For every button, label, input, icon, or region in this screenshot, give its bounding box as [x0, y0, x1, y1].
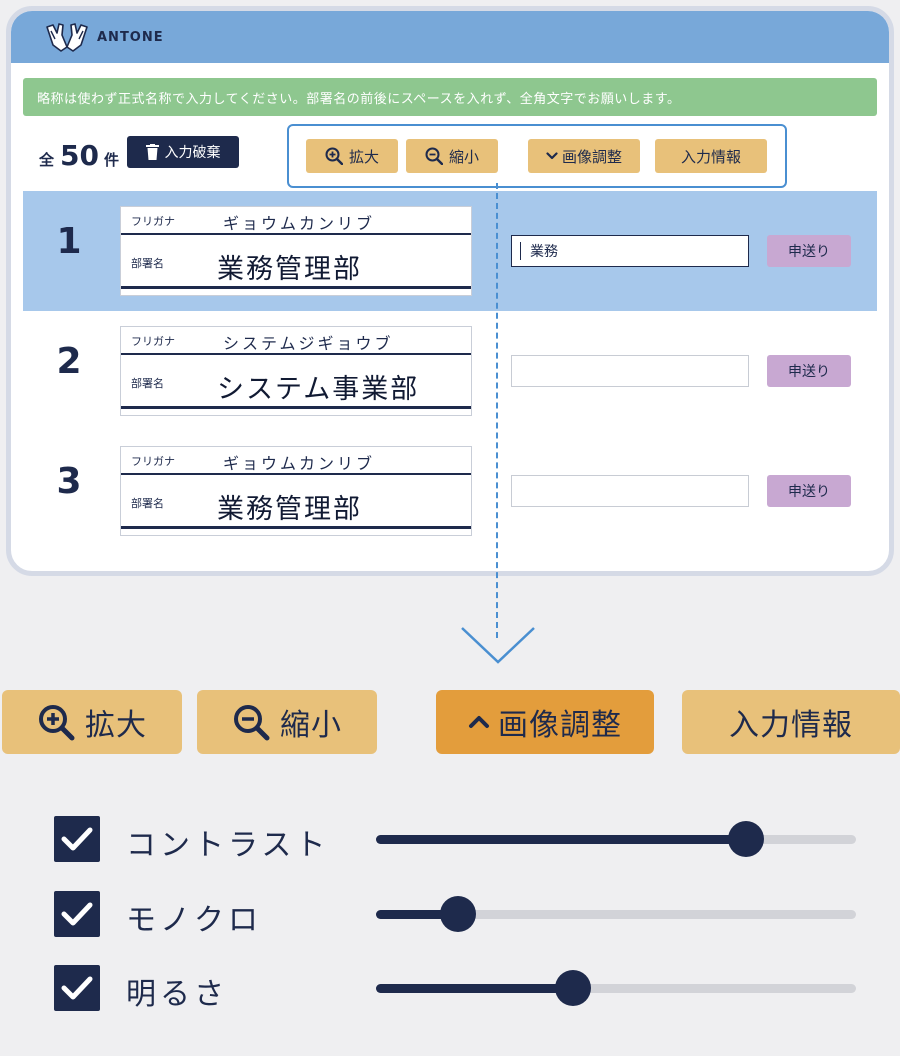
- callout-dashed-line: [496, 183, 498, 638]
- slider-fill: [376, 984, 573, 993]
- dept-input[interactable]: [511, 355, 749, 387]
- send-forward-button[interactable]: 申送り: [767, 355, 851, 387]
- furigana-label: フリガナ: [131, 335, 175, 348]
- zoom-in-label: 拡大: [348, 147, 379, 166]
- adjust-row-monochrome: モノクロ: [54, 889, 864, 938]
- dept-value: 業務管理部: [217, 494, 362, 525]
- chevron-up-icon: [469, 716, 489, 728]
- input-info-button[interactable]: 入力情報: [655, 139, 767, 173]
- zoom-in-icon: [325, 147, 343, 165]
- record-row-2[interactable]: 2 フリガナ システムジギョウブ 部署名 システム事業部 申送り: [23, 311, 877, 431]
- card-underline: [121, 526, 471, 529]
- monochrome-slider[interactable]: [376, 896, 856, 932]
- zoom-out-button[interactable]: 縮小: [406, 139, 498, 173]
- record-row-1[interactable]: 1 フリガナ ギョウムカンリブ 部署名 業務管理部 業務 申送り: [23, 191, 877, 311]
- dept-label: 部署名: [131, 497, 164, 510]
- zoom-out-label: 縮小: [448, 147, 479, 166]
- furigana-label: フリガナ: [131, 455, 175, 468]
- zoom-out-icon: [425, 147, 443, 165]
- zoom-in-label: 拡大: [85, 708, 147, 743]
- count-prefix: 全: [39, 151, 55, 169]
- dept-input[interactable]: [511, 475, 749, 507]
- furigana-label: フリガナ: [131, 215, 175, 228]
- record-count: 全 50 件: [39, 139, 119, 172]
- zoom-out-icon: [234, 705, 270, 741]
- brightness-slider[interactable]: [376, 970, 856, 1006]
- text-caret: [520, 242, 521, 260]
- zoom-in-button[interactable]: 拡大: [306, 139, 398, 173]
- contrast-label: コントラスト: [126, 828, 330, 863]
- toolbar-highlight: 拡大 縮小 画像調整 入力情報: [287, 124, 787, 188]
- dept-input[interactable]: 業務: [511, 235, 749, 267]
- discard-input-button[interactable]: 入力破棄: [127, 136, 239, 168]
- input-info-label: 入力情報: [680, 147, 741, 166]
- app-window: ANTONE 略称は使わず正式名称で入力してください。部署名の前後にスペースを入…: [6, 6, 894, 576]
- input-info-label: 入力情報: [729, 708, 853, 743]
- row-number: 3: [56, 461, 82, 502]
- notice-banner: 略称は使わず正式名称で入力してください。部署名の前後にスペースを入れず、全角文字…: [23, 78, 877, 116]
- image-adjust-button[interactable]: 画像調整: [528, 139, 640, 173]
- discard-label: 入力破棄: [164, 145, 221, 161]
- record-image-card: フリガナ ギョウムカンリブ 部署名 業務管理部: [120, 206, 472, 296]
- furigana-value: ギョウムカンリブ: [223, 214, 376, 233]
- record-image-card: フリガナ ギョウムカンリブ 部署名 業務管理部: [120, 446, 472, 536]
- zoom-out-button-large[interactable]: 縮小: [197, 690, 377, 754]
- check-icon: [61, 902, 93, 926]
- brightness-label: 明るさ: [126, 977, 228, 1012]
- slider-thumb[interactable]: [554, 970, 591, 1006]
- dept-value: 業務管理部: [217, 254, 362, 285]
- record-row-3[interactable]: 3 フリガナ ギョウムカンリブ 部署名 業務管理部 申送り: [23, 431, 877, 551]
- furigana-value: ギョウムカンリブ: [223, 454, 376, 473]
- zoom-in-icon: [39, 705, 75, 741]
- logo-hands-icon: [46, 23, 88, 52]
- check-icon: [61, 976, 93, 1000]
- furigana-row: フリガナ システムジギョウブ: [121, 327, 471, 355]
- arrow-down-icon: [461, 627, 535, 664]
- count-suffix: 件: [103, 151, 119, 169]
- trash-icon: [145, 144, 159, 160]
- brightness-checkbox[interactable]: [54, 965, 100, 1011]
- send-forward-button[interactable]: 申送り: [767, 475, 851, 507]
- slider-fill: [376, 910, 458, 919]
- logo-text: ANTONE: [97, 29, 164, 45]
- app-header: ANTONE: [11, 11, 889, 63]
- row-number: 2: [56, 341, 82, 382]
- furigana-row: フリガナ ギョウムカンリブ: [121, 207, 471, 235]
- dept-label: 部署名: [131, 257, 164, 270]
- image-adjust-button-large[interactable]: 画像調整: [436, 690, 654, 754]
- monochrome-label: モノクロ: [126, 903, 262, 938]
- row-number: 1: [56, 221, 82, 262]
- adjust-row-contrast: コントラスト: [54, 814, 864, 863]
- contrast-checkbox[interactable]: [54, 816, 100, 862]
- contrast-slider[interactable]: [376, 821, 856, 857]
- dept-value: システム事業部: [217, 374, 420, 405]
- adjust-row-brightness: 明るさ: [54, 963, 864, 1012]
- image-adjust-label: 画像調整: [561, 147, 622, 166]
- slider-fill: [376, 835, 746, 844]
- count-value: 50: [60, 139, 99, 172]
- slider-thumb[interactable]: [727, 821, 764, 857]
- monochrome-checkbox[interactable]: [54, 891, 100, 937]
- zoom-out-label: 縮小: [280, 708, 342, 743]
- image-adjust-label: 画像調整: [498, 708, 622, 743]
- send-forward-button[interactable]: 申送り: [767, 235, 851, 267]
- chevron-down-icon: [546, 152, 558, 160]
- input-info-button-large[interactable]: 入力情報: [682, 690, 900, 754]
- dept-label: 部署名: [131, 377, 164, 390]
- furigana-value: システムジギョウブ: [223, 334, 394, 353]
- record-image-card: フリガナ システムジギョウブ 部署名 システム事業部: [120, 326, 472, 416]
- check-icon: [61, 827, 93, 851]
- slider-thumb[interactable]: [439, 896, 476, 932]
- card-underline: [121, 286, 471, 289]
- zoom-in-button-large[interactable]: 拡大: [2, 690, 182, 754]
- dept-input-value: 業務: [530, 244, 558, 260]
- card-underline: [121, 406, 471, 409]
- furigana-row: フリガナ ギョウムカンリブ: [121, 447, 471, 475]
